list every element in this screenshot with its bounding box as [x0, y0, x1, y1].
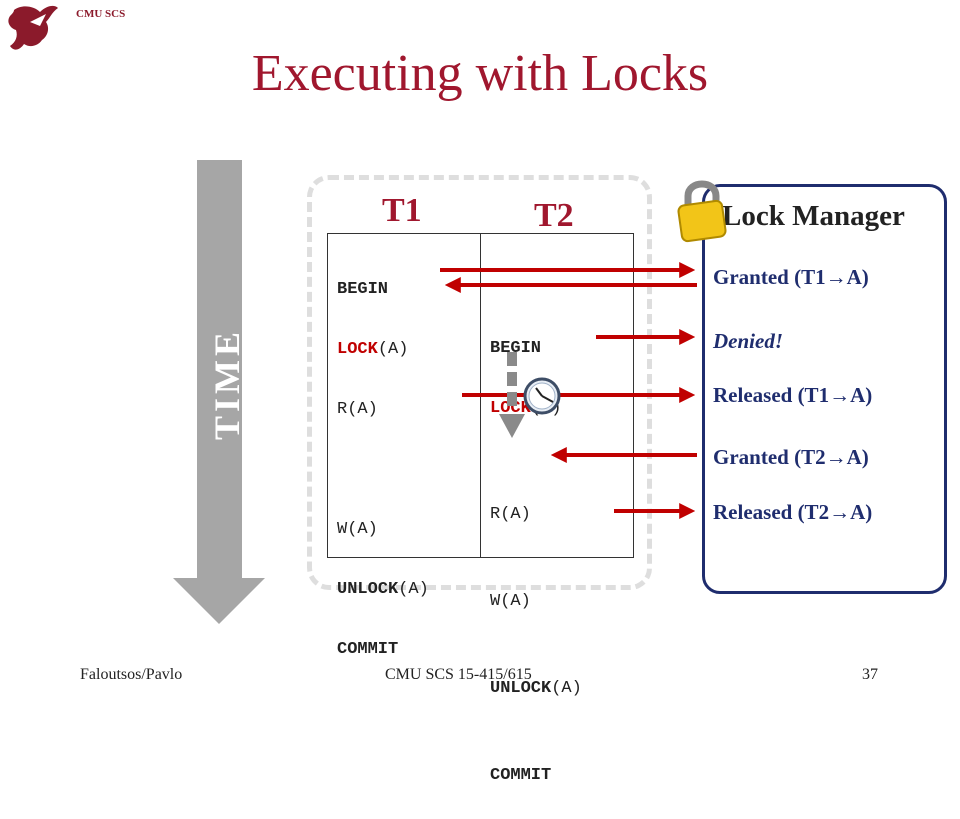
event-granted-t1: Granted (T1→A) — [713, 265, 869, 289]
transactions-container — [307, 175, 652, 590]
lock-manager-panel — [702, 184, 947, 594]
t1-line-lock: LOCK(A) — [337, 340, 409, 359]
event-released-t2: Released (T2→A) — [713, 500, 873, 524]
t2-line-unlock: UNLOCK(A) — [490, 679, 582, 698]
footer-course: CMU SCS 15-415/615 — [385, 666, 532, 683]
t1-line-commit: COMMIT — [337, 640, 399, 659]
t2-line-commit: COMMIT — [490, 766, 552, 785]
event-released-t1: Released (T1→A) — [713, 383, 873, 407]
t2-header: T2 — [534, 197, 574, 234]
t2-line-read: R(A) — [490, 505, 531, 524]
footer-page-number: 37 — [862, 666, 878, 683]
t2-line-write: W(A) — [490, 592, 531, 611]
time-label: TIME — [207, 327, 247, 440]
logo-text: CMU SCS — [76, 8, 126, 20]
t1-line-read: R(A) — [337, 400, 378, 419]
footer-author: Faloutsos/Pavlo — [80, 666, 183, 683]
event-denied: Denied! — [713, 329, 783, 353]
t1-line-begin: BEGIN — [337, 280, 389, 299]
event-granted-t2: Granted (T2→A) — [713, 445, 869, 469]
lock-manager-title: Lock Manager — [722, 200, 905, 232]
t1-header: T1 — [382, 192, 422, 229]
t1-line-unlock: UNLOCK(A) — [337, 580, 429, 599]
page-title: Executing with Locks — [251, 45, 709, 102]
t1-line-write: W(A) — [337, 520, 378, 539]
t1-code: BEGIN LOCK(A) R(A) W(A) UNLOCK(A) COMMIT — [337, 240, 429, 680]
t2-code: BEGIN LOCK(A) — [490, 299, 561, 439]
schedule-divider — [480, 233, 481, 558]
t2-code-after: R(A) W(A) UNLOCK(A) COMMIT — [490, 442, 582, 819]
t1-line-blank — [337, 460, 429, 480]
t2-line-lock: LOCK(A) — [490, 399, 562, 418]
t2-line-begin: BEGIN — [490, 339, 542, 358]
